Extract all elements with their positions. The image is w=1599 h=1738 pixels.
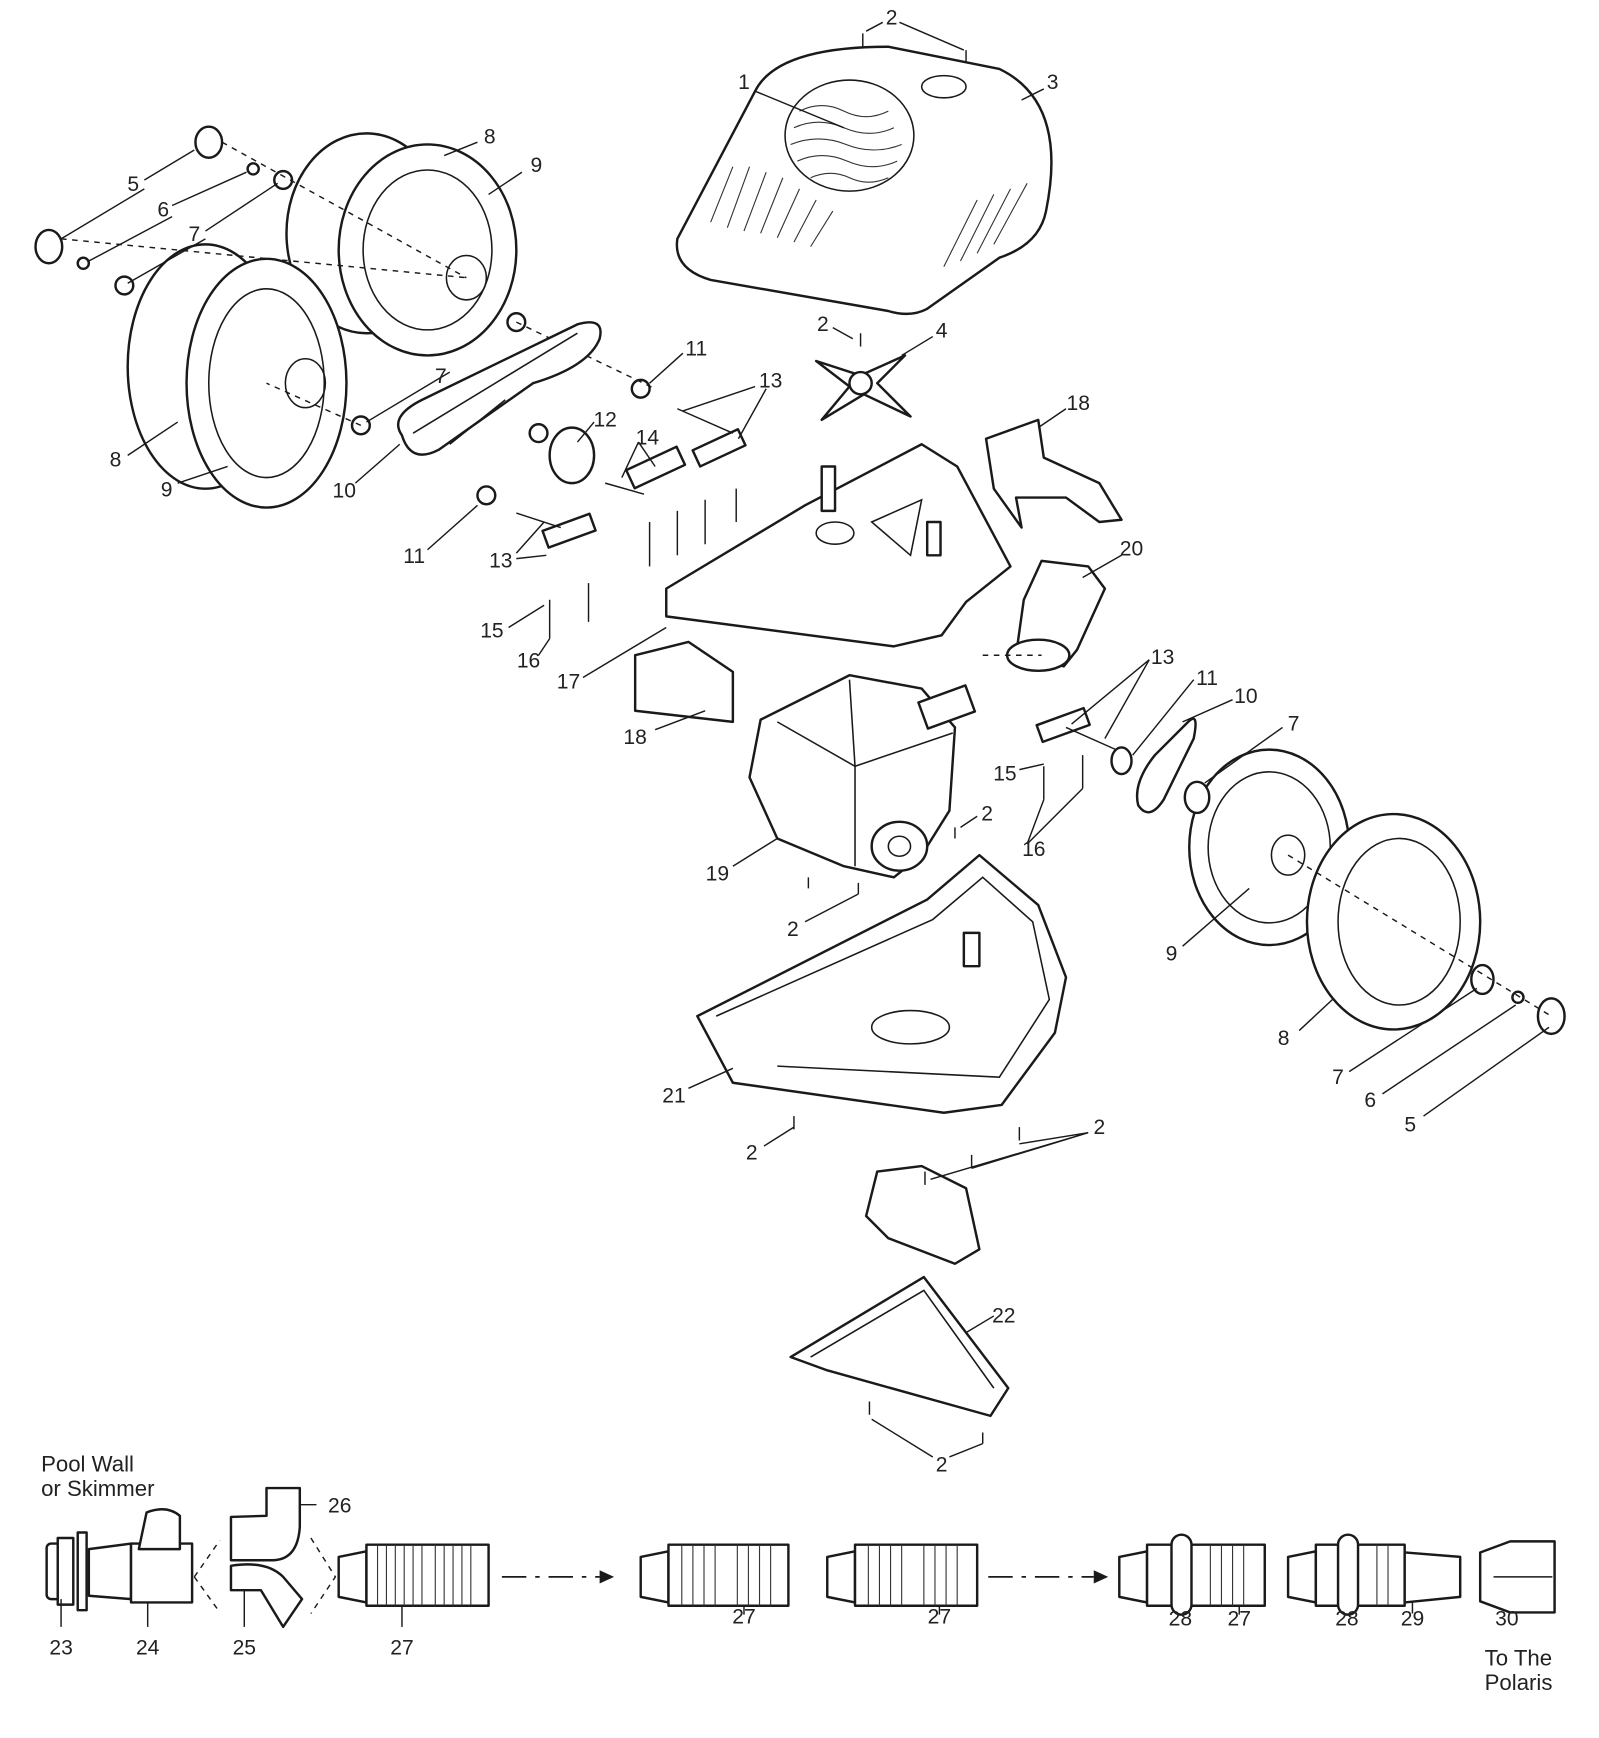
callout-label: 27 [928, 1606, 951, 1629]
callout-label: 25 [233, 1637, 256, 1660]
callout-label: 30 [1495, 1608, 1518, 1631]
callout-label: 15 [993, 763, 1016, 786]
hose-section-part [826, 1543, 979, 1607]
callout-label: 5 [1404, 1114, 1416, 1137]
callout-label: 13 [489, 550, 512, 573]
screw-parts [793, 33, 1021, 1444]
callout-label: 7 [435, 365, 447, 388]
skimmer-valve-part [87, 1508, 194, 1604]
callout-label: 20 [1120, 537, 1143, 560]
callout-label: 27 [732, 1606, 755, 1629]
elbow-part [1005, 559, 1107, 673]
callout-label: 11 [1196, 667, 1218, 690]
callout-label: 3 [1047, 71, 1059, 94]
callout-label: 16 [517, 649, 540, 672]
skid-part [864, 1164, 981, 1265]
bottom-shell-part [696, 853, 1068, 1114]
callout-label: 5 [127, 173, 139, 196]
callout-label: 2 [936, 1453, 948, 1476]
elbow-25-part [229, 1563, 304, 1629]
callout-label: 21 [662, 1085, 685, 1108]
callout-label: 28 [1335, 1608, 1358, 1631]
callout-label: 18 [1066, 392, 1089, 415]
callout-label: 2 [746, 1141, 758, 1164]
motor-block-part [748, 674, 977, 879]
chassis-top-part [665, 443, 1012, 648]
source-label-line1: Pool Wall [41, 1451, 134, 1476]
cross-fin-part [814, 354, 912, 422]
callout-label: 13 [1151, 646, 1174, 669]
right-hardware-parts [807, 654, 1566, 1036]
cover-grille [784, 79, 915, 192]
callout-label: 17 [557, 671, 580, 694]
callout-label: 8 [484, 125, 496, 148]
base-plate-part [789, 1275, 1010, 1418]
callout-label: 1 [738, 71, 750, 94]
left-front-wheel-part [126, 243, 348, 509]
right-tire-part [1305, 812, 1482, 1031]
callout-label: 24 [136, 1637, 160, 1660]
callout-label: 8 [110, 448, 122, 471]
hose-final-section-part [1286, 1533, 1462, 1616]
callout-label: 9 [530, 154, 542, 177]
wall-fitting-part [45, 1531, 88, 1612]
callout-label: 10 [333, 480, 356, 503]
callout-label: 9 [1166, 943, 1178, 966]
pulley-and-brackets [516, 408, 747, 639]
callout-label: 6 [1364, 1089, 1376, 1112]
hose-assembly [45, 1486, 1556, 1629]
callout-label: 15 [480, 619, 503, 642]
callout-label: 7 [188, 223, 200, 246]
callout-label: 14 [636, 426, 660, 449]
callout-label: 2 [886, 7, 898, 30]
callout-label: 12 [593, 408, 616, 431]
callout-label: 7 [1332, 1066, 1344, 1089]
block-parts [633, 418, 1123, 724]
callout-label: 22 [992, 1305, 1015, 1328]
callout-label: 2 [787, 918, 799, 941]
destination-label-line1: To The [1485, 1646, 1552, 1671]
callout-label: 2 [981, 803, 993, 826]
callout-label: 23 [49, 1637, 72, 1660]
left-rear-wheel-part [285, 132, 518, 357]
hose-section-part [337, 1543, 490, 1607]
callout-label: 27 [1227, 1608, 1250, 1631]
callout-label: 18 [623, 726, 646, 749]
callout-label: 7 [1288, 713, 1300, 736]
source-label-line2: or Skimmer [41, 1476, 155, 1501]
callout-label: 8 [1278, 1027, 1290, 1050]
callout-label: 9 [161, 478, 173, 501]
callout-label: 11 [403, 545, 425, 568]
left-drive-belt-part [397, 321, 602, 456]
callout-label: 2 [817, 313, 829, 336]
callout-label: 10 [1234, 685, 1257, 708]
callout-label: 6 [157, 199, 169, 222]
callout-label: 11 [685, 337, 707, 360]
left-hardware-parts [34, 125, 656, 506]
callout-label: 29 [1401, 1608, 1424, 1631]
callout-label: 26 [328, 1494, 351, 1517]
callout-label: 13 [759, 370, 782, 393]
quick-disconnect-part [1478, 1540, 1556, 1614]
hose-section-part [639, 1543, 790, 1607]
callout-label: 16 [1022, 838, 1045, 861]
callout-label: 27 [390, 1637, 413, 1660]
destination-label-line2: Polaris [1485, 1670, 1553, 1695]
top-cover-part [675, 45, 1053, 316]
elbow-26-part [229, 1486, 302, 1562]
callout-label: 28 [1169, 1608, 1192, 1631]
callout-label: 4 [936, 320, 948, 343]
callout-label: 19 [706, 863, 729, 886]
hose-float-section-part [1118, 1533, 1266, 1616]
callout-label: 2 [1093, 1116, 1105, 1139]
leader-lines [60, 21, 1550, 1458]
